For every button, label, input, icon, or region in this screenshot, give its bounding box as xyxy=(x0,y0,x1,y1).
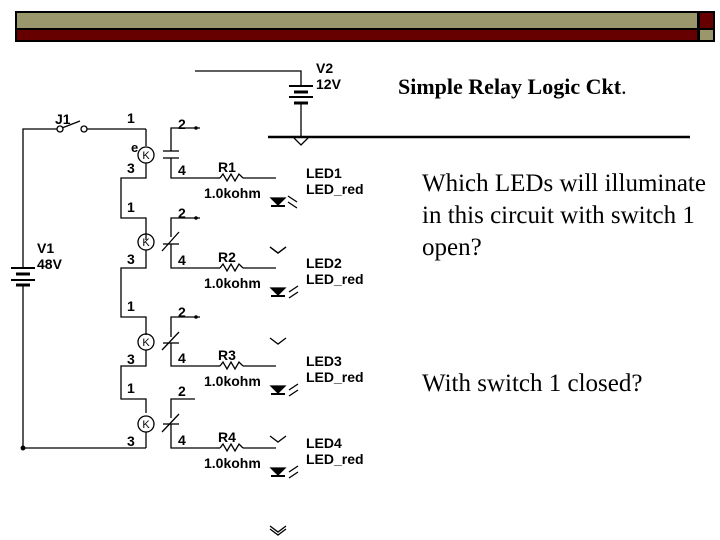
question-switch-closed: With switch 1 closed? xyxy=(422,370,643,397)
switch-j1-symbol xyxy=(22,120,146,242)
branch-2 xyxy=(215,262,299,345)
ground-icon xyxy=(269,246,287,254)
header-corner-bottom xyxy=(698,29,715,42)
relay-pin-4: 4 xyxy=(178,162,186,178)
relay-pin-2: 2 xyxy=(178,304,186,320)
light-arrow-icon xyxy=(288,291,299,299)
relay-pin-2: 2 xyxy=(178,205,186,221)
relay-4-symbol xyxy=(137,398,215,449)
relay-pin-1: 1 xyxy=(127,380,135,396)
relay-pin-2: 2 xyxy=(178,383,186,399)
led-model: LED_red xyxy=(306,181,364,197)
relay-pin-4: 4 xyxy=(178,252,186,268)
light-arrow-icon xyxy=(288,471,299,479)
branch-1 xyxy=(215,172,298,254)
battery-v1-symbol xyxy=(11,242,146,449)
ground-icon xyxy=(269,525,287,533)
led-ref: LED2 xyxy=(306,255,342,271)
resistor-value: 1.0kohm xyxy=(204,275,261,291)
battery-v2-value: 12V xyxy=(316,76,342,92)
led-symbol xyxy=(269,385,287,394)
relay-coil-k-label: K xyxy=(142,419,150,431)
branch-4 xyxy=(215,442,299,536)
resistor-value: 1.0kohm xyxy=(204,185,261,201)
relay-pin-1: 1 xyxy=(127,298,135,314)
relay-pin-4: 4 xyxy=(178,432,186,448)
battery-v2-ref: V2 xyxy=(316,60,333,76)
light-arrow-icon xyxy=(287,201,298,209)
resistor-ref: R1 xyxy=(218,159,236,175)
relay-pin-3: 3 xyxy=(127,251,135,267)
ground-icon xyxy=(269,337,287,345)
led-model: LED_red xyxy=(306,369,364,385)
resistor-ref: R3 xyxy=(218,347,236,363)
led-symbol xyxy=(269,467,287,476)
light-arrow-icon xyxy=(288,285,299,293)
relay-pin-4: 4 xyxy=(178,350,186,366)
led-model: LED_red xyxy=(306,271,364,287)
battery-v1-ref: V1 xyxy=(37,240,54,256)
relay-pin-3: 3 xyxy=(127,433,135,449)
resistor-symbol xyxy=(219,442,244,453)
resistor-value: 1.0kohm xyxy=(204,455,261,471)
light-arrow-icon xyxy=(287,195,298,203)
resistor-symbol xyxy=(219,262,244,273)
ground-icon xyxy=(269,246,287,254)
resistor-ref: R2 xyxy=(218,249,236,265)
relay-coil-k-label: K xyxy=(142,237,150,249)
battery-v1-value: 48V xyxy=(37,256,63,272)
led-ref: LED1 xyxy=(306,165,342,181)
resistor-ref: R4 xyxy=(218,429,236,445)
ground-icon xyxy=(269,435,287,443)
relay-1-polarity-mark: e xyxy=(131,140,138,155)
led-symbol xyxy=(269,287,287,296)
relay-coil-k-label: K xyxy=(142,337,150,349)
relay-pin-1: 1 xyxy=(127,199,135,215)
relay-coil-k-label: K xyxy=(142,150,150,162)
relay-pin-3: 3 xyxy=(127,351,135,367)
ground-icon xyxy=(269,528,287,536)
relay-pin-1: 1 xyxy=(127,110,135,126)
relay-pin-3: 3 xyxy=(127,160,135,176)
relay-2-symbol xyxy=(120,217,215,335)
slide-title: Simple Relay Logic Ckt. xyxy=(398,74,627,99)
led-symbol xyxy=(269,197,287,206)
led-ref: LED4 xyxy=(306,435,342,451)
battery-v2-symbol xyxy=(195,70,313,146)
resistor-value: 1.0kohm xyxy=(204,373,261,389)
branch-3 xyxy=(215,360,299,443)
switch-j1-label: J1 xyxy=(55,111,71,127)
light-arrow-icon xyxy=(288,383,299,391)
light-arrow-icon xyxy=(288,465,299,473)
relay-pin-2: 2 xyxy=(178,116,186,132)
relay-1-symbol xyxy=(120,127,215,240)
resistor-symbol xyxy=(219,172,244,183)
relay-3-symbol xyxy=(120,316,215,413)
resistor-symbol xyxy=(219,360,244,371)
question-switch-open: Which LEDs will illuminate in this circu… xyxy=(422,170,706,261)
light-arrow-icon xyxy=(288,389,299,397)
led-ref: LED3 xyxy=(306,353,342,369)
led-model: LED_red xyxy=(306,451,364,467)
